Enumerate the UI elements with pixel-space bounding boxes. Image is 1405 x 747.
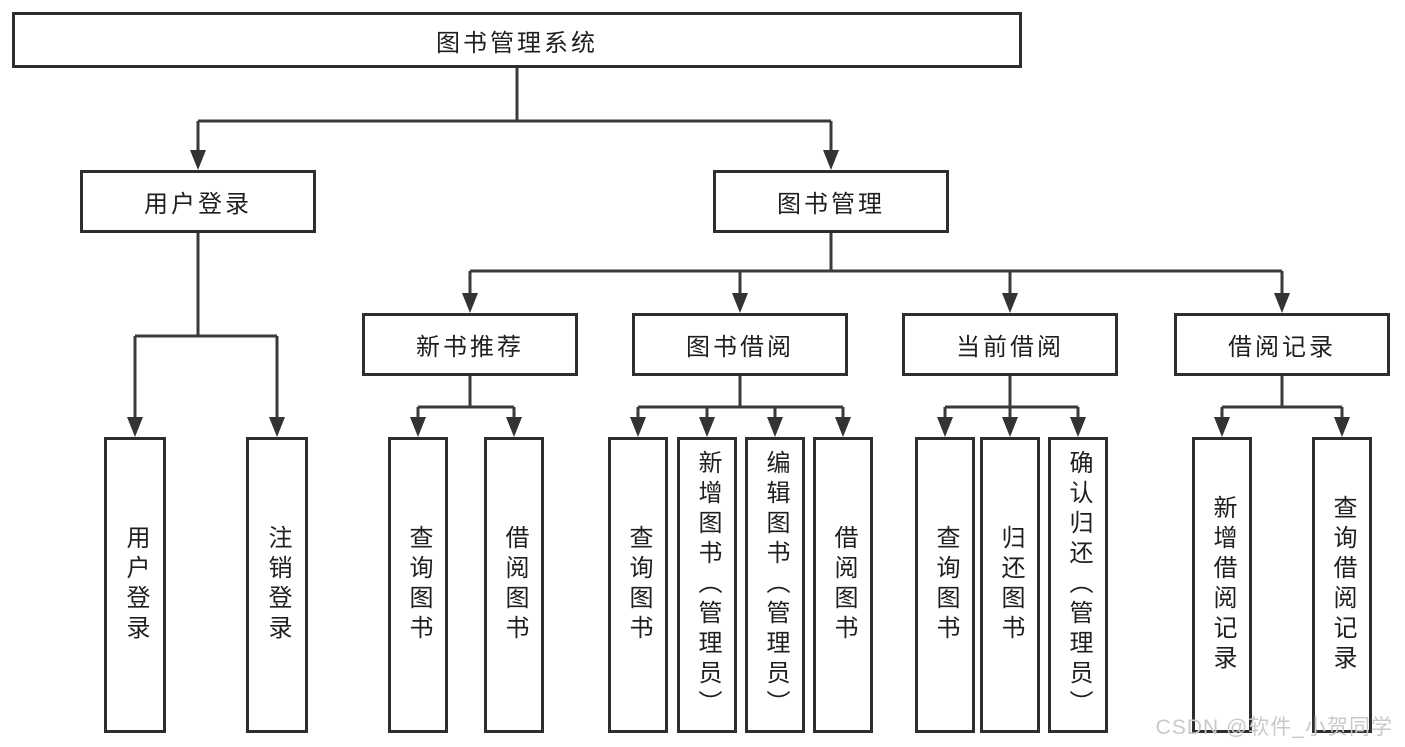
node-label: 确认归还（管理员） bbox=[1065, 450, 1092, 720]
node-label: 图书管理系统 bbox=[436, 29, 598, 57]
arrow-down-icon bbox=[630, 417, 646, 437]
node-label: 新增图书（管理员） bbox=[694, 450, 721, 720]
node-leaf-return-books: 归还图书 bbox=[980, 437, 1040, 733]
node-leaf-user-login: 用户登录 bbox=[104, 437, 166, 733]
node-label: 用户登录 bbox=[144, 191, 252, 218]
node-label: 查询图书 bbox=[625, 525, 652, 645]
arrow-down-icon bbox=[410, 417, 426, 437]
arrow-down-icon bbox=[835, 417, 851, 437]
node-leaf-add-books-admin: 新增图书（管理员） bbox=[677, 437, 737, 733]
node-book-management: 图书管理 bbox=[713, 170, 949, 233]
node-leaf-add-borrow-record: 新增借阅记录 bbox=[1192, 437, 1252, 733]
node-leaf-edit-books-admin: 编辑图书（管理员） bbox=[745, 437, 805, 733]
arrow-down-icon bbox=[1002, 417, 1018, 437]
node-user-login: 用户登录 bbox=[80, 170, 316, 233]
arrow-down-icon bbox=[732, 293, 748, 313]
csdn-watermark: CSDN @软件_小贺同学 bbox=[1155, 716, 1393, 739]
node-label: 新书推荐 bbox=[416, 334, 524, 361]
node-label: 归还图书 bbox=[997, 525, 1024, 645]
arrow-down-icon bbox=[823, 150, 839, 170]
arrow-down-icon bbox=[127, 417, 143, 437]
node-leaf-borrow-books: 借阅图书 bbox=[813, 437, 873, 733]
node-new-book-recommend: 新书推荐 bbox=[362, 313, 578, 376]
node-leaf-query-books-borrow: 查询图书 bbox=[608, 437, 668, 733]
arrow-down-icon bbox=[1070, 417, 1086, 437]
node-leaf-logout: 注销登录 bbox=[246, 437, 308, 733]
node-borrow-records: 借阅记录 bbox=[1174, 313, 1390, 376]
arrow-down-icon bbox=[1334, 417, 1350, 437]
node-leaf-query-books-current: 查询图书 bbox=[915, 437, 975, 733]
arrow-down-icon bbox=[506, 417, 522, 437]
arrow-down-icon bbox=[462, 293, 478, 313]
node-label: 图书借阅 bbox=[686, 334, 794, 361]
arrow-down-icon bbox=[699, 417, 715, 437]
node-label: 用户登录 bbox=[122, 525, 149, 645]
arrow-down-icon bbox=[767, 417, 783, 437]
node-leaf-borrow-books-recommend: 借阅图书 bbox=[484, 437, 544, 733]
node-label: 借阅图书 bbox=[830, 525, 857, 645]
node-label: 借阅记录 bbox=[1228, 334, 1336, 361]
node-label: 编辑图书（管理员） bbox=[762, 450, 789, 720]
node-label: 新增借阅记录 bbox=[1209, 495, 1236, 675]
arrow-down-icon bbox=[190, 150, 206, 170]
arrow-down-icon bbox=[1214, 417, 1230, 437]
node-leaf-query-borrow-record: 查询借阅记录 bbox=[1312, 437, 1372, 733]
node-leaf-query-books-recommend: 查询图书 bbox=[388, 437, 448, 733]
arrow-down-icon bbox=[1002, 293, 1018, 313]
node-label: 注销登录 bbox=[264, 525, 291, 645]
node-current-borrow: 当前借阅 bbox=[902, 313, 1118, 376]
node-leaf-confirm-return-admin: 确认归还（管理员） bbox=[1048, 437, 1108, 733]
node-book-borrow: 图书借阅 bbox=[632, 313, 848, 376]
arrow-down-icon bbox=[269, 417, 285, 437]
node-root: 图书管理系统 bbox=[12, 12, 1022, 68]
node-label: 当前借阅 bbox=[956, 334, 1064, 361]
node-label: 查询图书 bbox=[932, 525, 959, 645]
node-label: 借阅图书 bbox=[501, 525, 528, 645]
arrow-down-icon bbox=[1274, 293, 1290, 313]
node-label: 图书管理 bbox=[777, 191, 885, 218]
node-label: 查询图书 bbox=[405, 525, 432, 645]
arrow-down-icon bbox=[937, 417, 953, 437]
node-label: 查询借阅记录 bbox=[1329, 495, 1356, 675]
